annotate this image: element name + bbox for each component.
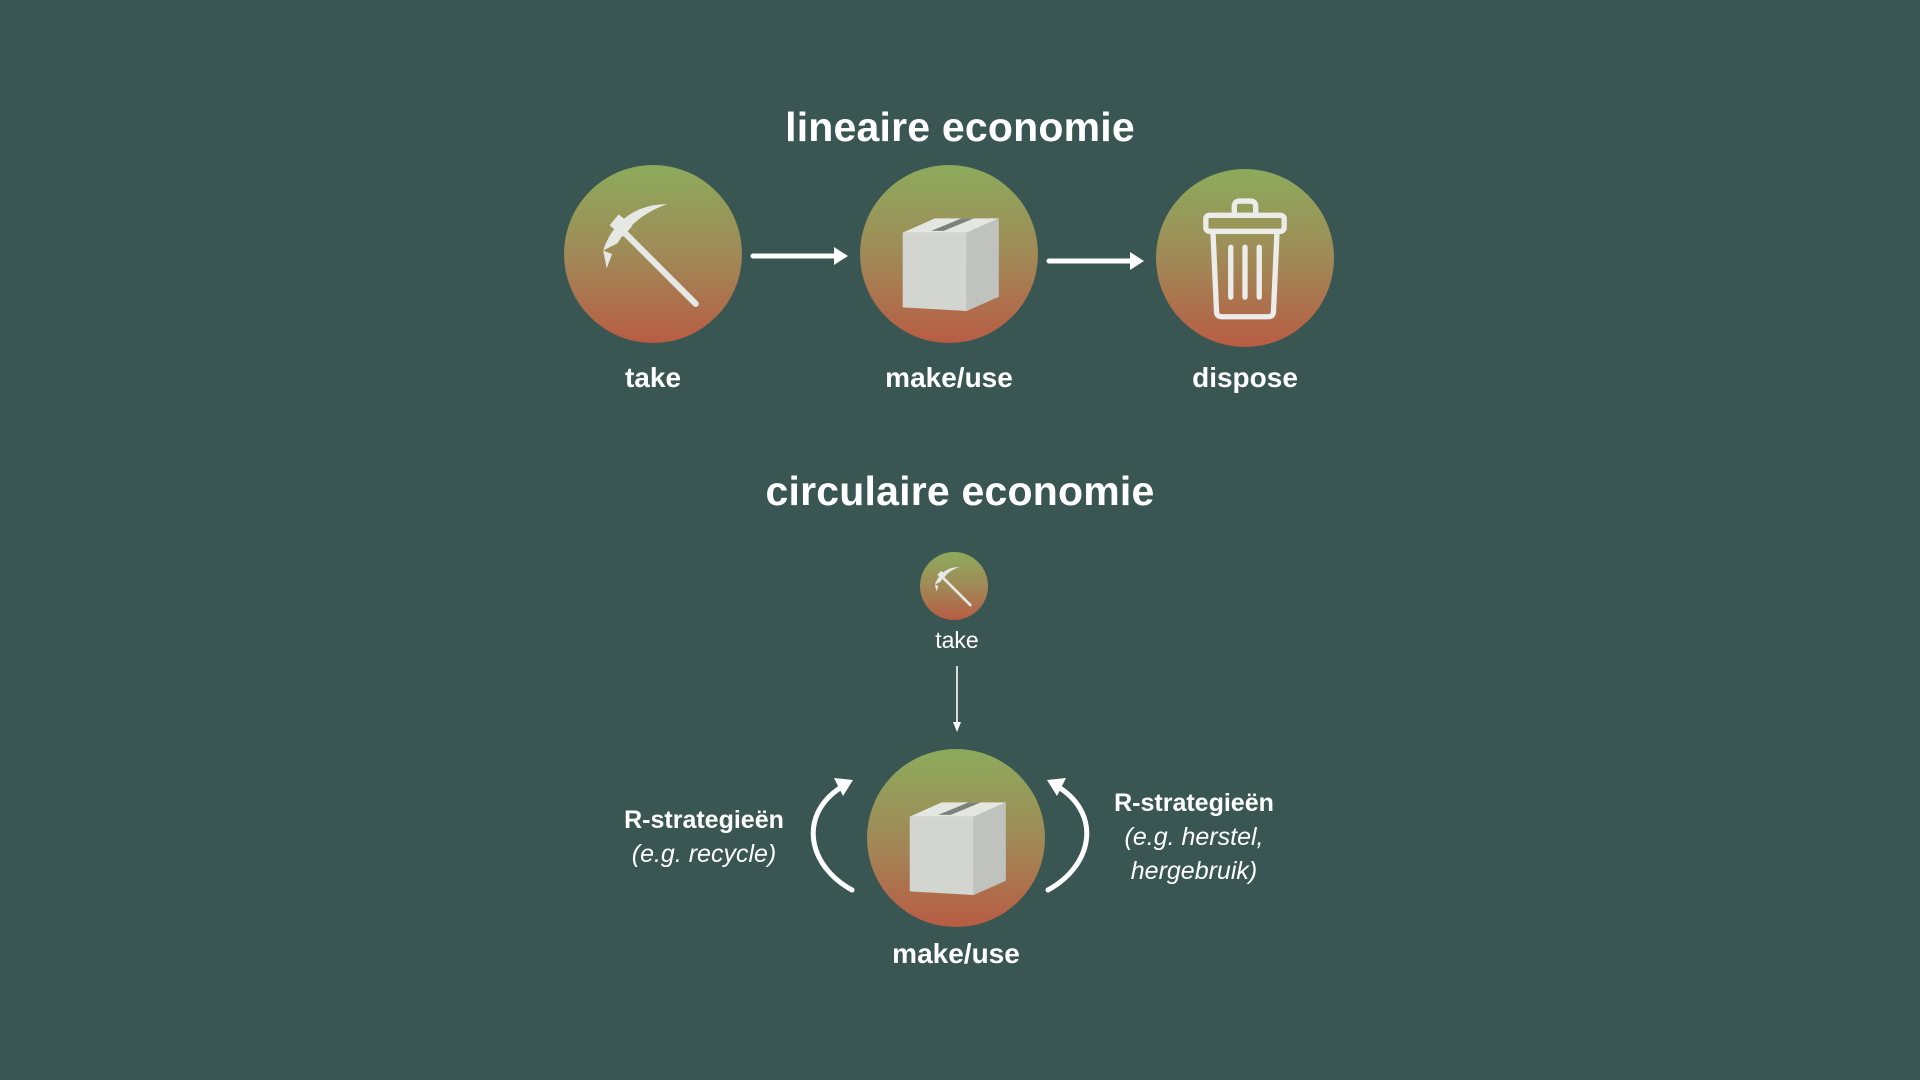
- box-icon: [909, 802, 1006, 895]
- circular-make-use-label: make/use: [892, 938, 1020, 969]
- pickaxe-icon: [603, 204, 699, 307]
- left-r-strategy-text: R-strategieën (e.g. recycle): [604, 803, 804, 871]
- pickaxe-icon: [934, 566, 972, 607]
- arrow-down-icon: [953, 666, 961, 732]
- right-r-strategy-text: R-strategieën (e.g. herstel, hergebruik): [1094, 786, 1294, 888]
- linear-economy-title: lineaire economie: [785, 104, 1135, 150]
- right-r-strategy-note-line2: hergebruik): [1130, 857, 1258, 885]
- linear-take-label: take: [624, 362, 682, 393]
- right-r-strategy-title: R-strategieën: [1114, 789, 1274, 817]
- arrow-take-to-make-icon: [750, 247, 848, 265]
- box-icon: [902, 218, 999, 311]
- left-r-strategy-title: R-strategieën: [624, 806, 784, 834]
- circular-economy-title: circulaire economie: [765, 468, 1155, 514]
- linear-make-use-label: make/use: [885, 362, 1013, 393]
- left-loop-arrow-icon: [810, 778, 855, 893]
- linear-dispose-label: dispose: [1192, 362, 1298, 393]
- linear-dispose-node: [1156, 169, 1334, 347]
- arrow-make-to-dispose-icon: [1046, 252, 1144, 270]
- trash-can-icon: [1203, 198, 1287, 320]
- left-r-strategy-note: (e.g. recycle): [631, 840, 777, 868]
- right-r-strategy-note-line1: (e.g. herstel,: [1124, 823, 1264, 851]
- linear-take-node: [564, 165, 742, 343]
- linear-make-use-node: [860, 165, 1038, 343]
- circular-take-node: [920, 552, 988, 620]
- circular-make-use-node: [867, 749, 1045, 927]
- circular-take-label: take: [935, 627, 979, 653]
- right-loop-arrow-icon: [1045, 778, 1090, 893]
